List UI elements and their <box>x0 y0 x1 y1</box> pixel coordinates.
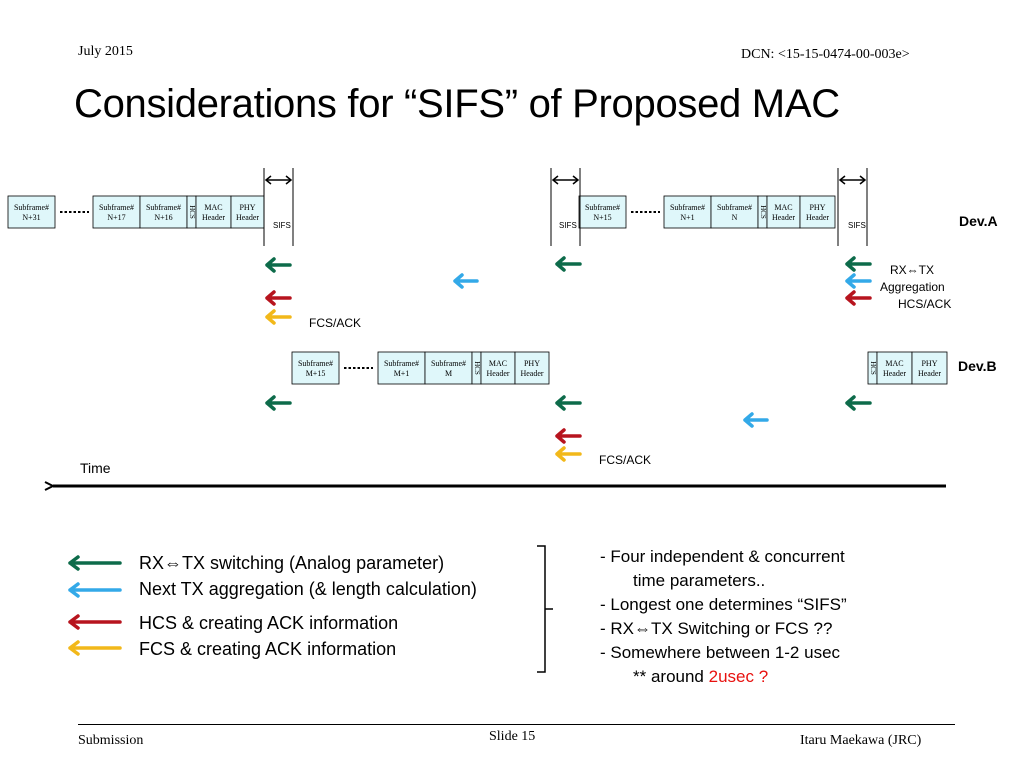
note-line-2: time parameters.. <box>633 571 766 590</box>
hcs-label: HCS <box>869 361 877 375</box>
legend-aggregation-text: Next TX aggregation (& length calculatio… <box>139 579 477 599</box>
sifs-label: SIFS <box>848 221 866 230</box>
mac-header-box <box>195 195 232 229</box>
footer-submission: Submission <box>78 733 144 748</box>
sifs-label: SIFS <box>559 221 577 230</box>
phy-header-box <box>911 351 948 385</box>
phy-header-box <box>514 351 550 385</box>
footer-author: Itaru Maekawa (JRC) <box>800 733 922 748</box>
legend-rx-tx-text: RX⇔TX switching (Analog parameter) <box>139 553 445 573</box>
dev-b-label: Dev.B <box>958 358 997 374</box>
sifs-label: SIFS <box>273 221 291 230</box>
red-arrow-icon <box>265 290 292 306</box>
note-line-4: - RX⇔TX Switching or FCS ?? <box>600 619 833 638</box>
subframe-box <box>710 195 759 229</box>
bracket-icon <box>537 545 553 673</box>
dev-b-frame-group-1: Subframe#M+15 Subframe#M+1 Subframe#M HC… <box>291 351 550 385</box>
legend-hcs-text: HCS & creating ACK information <box>139 613 399 633</box>
note-line-6: ** around 2usec ? <box>633 667 768 687</box>
hcs-label: HCS <box>188 205 196 219</box>
legend-yellow-arrow-icon <box>68 640 122 656</box>
blue-arrow-icon <box>453 273 479 289</box>
green-arrow-icon <box>265 257 292 273</box>
mac-header-box <box>766 195 801 229</box>
dev-a-frame-group-2: Subframe#N+15 Subframe#N+1 Subframe#N HC… <box>578 195 836 229</box>
legend-green-arrow-icon <box>68 555 122 571</box>
subframe-label: Subframe#N+15 <box>585 203 620 222</box>
mac-header-box <box>876 351 913 385</box>
fcs-ack-label: FCS/ACK <box>599 453 651 467</box>
subframe-box <box>139 195 188 229</box>
legend-blue-arrow-icon <box>68 582 122 598</box>
legend-red-arrow-icon <box>68 614 122 630</box>
note-highlight: 2usec ? <box>708 667 769 686</box>
subframe-box <box>663 195 712 229</box>
sifs-marker <box>263 168 294 246</box>
sifs-marker <box>550 168 581 246</box>
green-arrow-icon <box>555 256 582 272</box>
yellow-arrow-icon <box>265 309 292 325</box>
subframe-box <box>7 195 56 229</box>
note-line-3: - Longest one determines “SIFS” <box>600 595 847 614</box>
sifs-marker <box>837 168 868 246</box>
red-arrow-icon <box>555 428 582 444</box>
hcs-ack-label: HCS/ACK <box>898 297 951 311</box>
phy-header-box <box>230 195 265 229</box>
footer-divider <box>78 724 955 725</box>
header-date: July 2015 <box>78 44 133 59</box>
note-line-1: - Four independent & concurrent <box>600 547 845 566</box>
red-arrow-icon <box>845 290 872 306</box>
yellow-arrow-icon <box>555 446 582 462</box>
time-axis-label: Time <box>80 460 111 476</box>
green-arrow-icon <box>845 256 872 272</box>
subframe-box <box>377 351 426 385</box>
green-arrow-icon <box>555 395 582 411</box>
green-arrow-icon <box>265 395 292 411</box>
blue-arrow-icon <box>845 273 872 289</box>
subframe-box <box>424 351 473 385</box>
rx-tx-label: RX⇔TX <box>890 263 934 277</box>
header-dcn: DCN: <15-15-0474-00-003e> <box>741 47 910 62</box>
hcs-label: HCS <box>759 205 767 219</box>
subframe-label: Subframe#N+17 <box>99 203 134 222</box>
green-arrow-icon <box>845 395 872 411</box>
slide-title: Considerations for “SIFS” of Proposed MA… <box>74 82 840 126</box>
dev-a-label: Dev.A <box>959 213 998 229</box>
subframe-box <box>578 195 627 229</box>
subframe-label: Subframe#N <box>717 203 752 222</box>
legend-fcs-text: FCS & creating ACK information <box>139 639 397 659</box>
subframe-label: Subframe#N+16 <box>146 203 181 222</box>
aggregation-label: Aggregation <box>880 280 945 294</box>
mac-header-box <box>480 351 516 385</box>
phy-header-box <box>799 195 836 229</box>
note-line-6-prefix: ** around <box>633 667 709 686</box>
subframe-label: Subframe#M <box>431 359 466 378</box>
dev-a-frame-group-1: Subframe#N+31 Subframe#N+17 Subframe#N+1… <box>7 195 265 229</box>
footer-slide-number: Slide 15 <box>489 729 536 744</box>
subframe-box <box>92 195 141 229</box>
subframe-label: Subframe#M+15 <box>298 359 333 378</box>
subframe-label: Subframe#N+31 <box>14 203 49 222</box>
blue-arrow-icon <box>743 412 769 428</box>
subframe-label: Subframe#M+1 <box>384 359 419 378</box>
subframe-box <box>291 351 340 385</box>
hcs-label: HCS <box>473 361 481 375</box>
fcs-ack-label: FCS/ACK <box>309 316 361 330</box>
note-line-5: - Somewhere between 1-2 usec <box>600 643 841 662</box>
subframe-label: Subframe#N+1 <box>670 203 705 222</box>
